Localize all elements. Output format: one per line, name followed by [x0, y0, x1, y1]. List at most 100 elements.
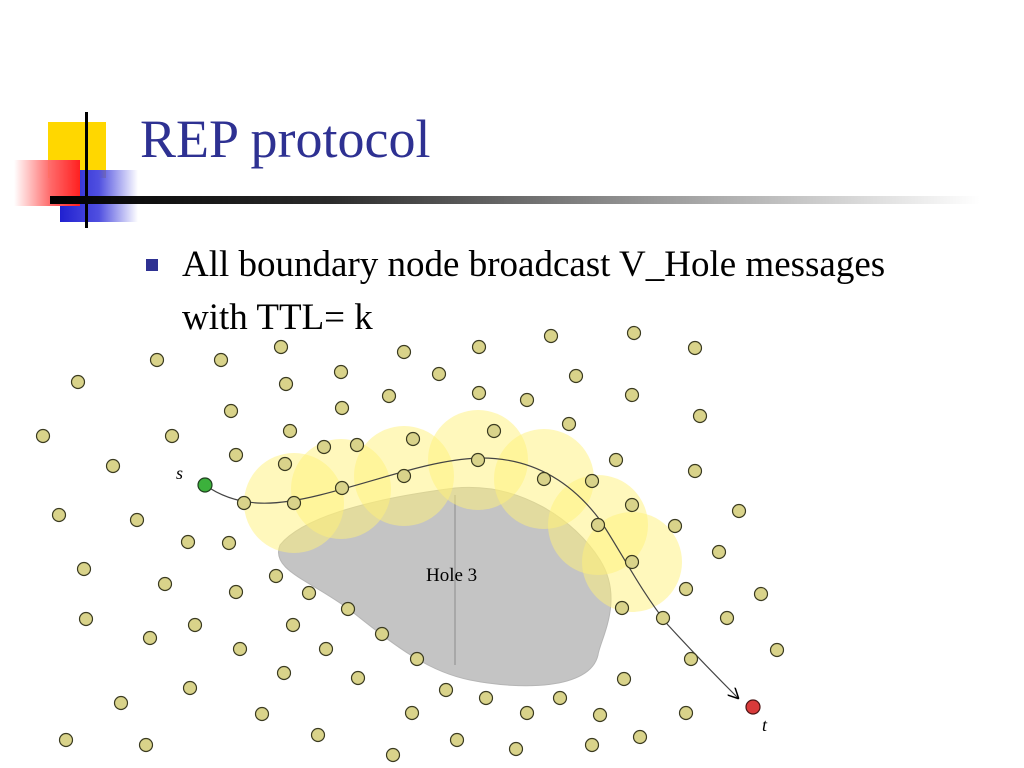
- sensor-node: [470, 452, 486, 468]
- sensor-node: [438, 682, 454, 698]
- sensor-node: [333, 364, 349, 380]
- target-label: t: [762, 715, 768, 735]
- sensor-node: [471, 385, 487, 401]
- sensor-node: [683, 651, 699, 667]
- sensor-node: [543, 328, 559, 344]
- sensor-node: [486, 423, 502, 439]
- source-node: [197, 477, 213, 493]
- deco-vertical-line: [85, 112, 88, 228]
- sensor-node: [70, 374, 86, 390]
- sensor-node: [157, 576, 173, 592]
- sensor-node: [396, 344, 412, 360]
- sensor-node: [449, 732, 465, 748]
- sensor-node: [282, 423, 298, 439]
- sensor-node: [223, 403, 239, 419]
- sensor-node: [76, 561, 92, 577]
- sensor-node: [228, 447, 244, 463]
- sensor-node: [519, 705, 535, 721]
- sensor-node: [149, 352, 165, 368]
- sensor-node: [568, 368, 584, 384]
- sensor-node: [129, 512, 145, 528]
- sensor-node: [508, 741, 524, 757]
- sensor-node: [138, 737, 154, 753]
- sensor-node: [254, 706, 270, 722]
- sensor-node: [626, 325, 642, 341]
- routing-path: [204, 457, 738, 698]
- sensor-node: [113, 695, 129, 711]
- sensor-node: [561, 416, 577, 432]
- sensor-node: [310, 727, 326, 743]
- sensor-node: [592, 707, 608, 723]
- sensor-node: [286, 495, 302, 511]
- sensor-node: [678, 705, 694, 721]
- slide-title: REP protocol: [140, 109, 431, 169]
- sensor-node: [667, 518, 683, 534]
- target-node: [745, 699, 761, 715]
- sensor-node: [584, 737, 600, 753]
- sensor-node: [142, 630, 158, 646]
- sensor-node: [624, 497, 640, 513]
- sensor-node: [278, 376, 294, 392]
- sensor-node: [769, 642, 785, 658]
- bullet-marker: [146, 259, 158, 271]
- source-label: s: [176, 463, 183, 483]
- sensor-node: [268, 568, 284, 584]
- sensor-node: [381, 388, 397, 404]
- sensor-node: [614, 600, 630, 616]
- sensor-node: [385, 747, 401, 763]
- sensor-nodes: [35, 325, 785, 763]
- sensor-node: [213, 352, 229, 368]
- sensor-node: [374, 626, 390, 642]
- sensor-node: [536, 471, 552, 487]
- sensor-node: [731, 503, 747, 519]
- sensor-node: [51, 507, 67, 523]
- sensor-node: [349, 437, 365, 453]
- sensor-node: [221, 535, 237, 551]
- sensor-node: [187, 617, 203, 633]
- sensor-node: [276, 665, 292, 681]
- sensor-node: [519, 392, 535, 408]
- sensor-node: [405, 431, 421, 447]
- sensor-node: [404, 705, 420, 721]
- title-divider: [50, 196, 980, 204]
- sensor-node: [58, 732, 74, 748]
- sensor-node: [471, 339, 487, 355]
- sensor-node: [590, 517, 606, 533]
- sensor-node: [334, 480, 350, 496]
- sensor-node: [301, 585, 317, 601]
- sensor-node: [431, 366, 447, 382]
- sensor-node: [687, 340, 703, 356]
- sensor-node: [692, 408, 708, 424]
- sensor-node: [655, 610, 671, 626]
- sensor-node: [624, 554, 640, 570]
- sensor-node: [273, 339, 289, 355]
- sensor-node: [584, 473, 600, 489]
- sensor-node: [277, 456, 293, 472]
- sensor-node: [687, 463, 703, 479]
- sensor-node: [236, 495, 252, 511]
- sensor-node: [711, 544, 727, 560]
- sensor-node: [350, 670, 366, 686]
- sensor-node: [624, 387, 640, 403]
- sensor-node: [616, 671, 632, 687]
- sensor-node: [334, 400, 350, 416]
- sensor-node: [552, 690, 568, 706]
- sensor-node: [232, 641, 248, 657]
- hole-label: Hole 3: [426, 565, 477, 586]
- sensor-node: [35, 428, 51, 444]
- sensor-node: [316, 439, 332, 455]
- sensor-node: [396, 468, 412, 484]
- sensor-node: [340, 601, 356, 617]
- sensor-node: [632, 729, 648, 745]
- sensor-node: [753, 586, 769, 602]
- sensor-node: [608, 452, 624, 468]
- sensor-node: [228, 584, 244, 600]
- sensor-node: [105, 458, 121, 474]
- sensor-node: [164, 428, 180, 444]
- sensor-node: [180, 534, 196, 550]
- sensor-node: [478, 690, 494, 706]
- sensor-node: [678, 581, 694, 597]
- sensor-node: [719, 610, 735, 626]
